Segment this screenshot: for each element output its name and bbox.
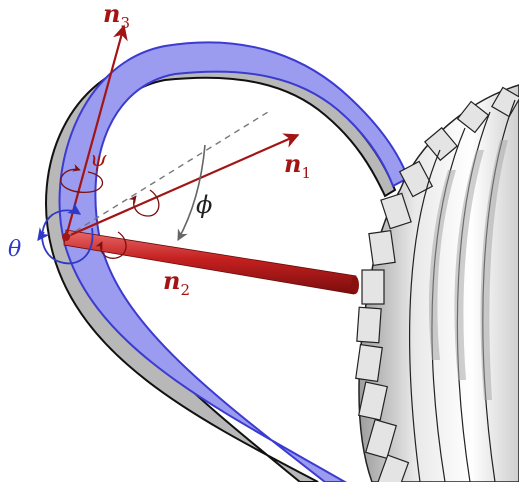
axis-n1-arrow [65,133,300,239]
label-phi: ϕ [196,191,212,219]
theta-rotation-arrow [41,202,94,265]
rotation-angle-arrows [37,144,206,265]
frame-axes [62,24,300,241]
phi-arc-arrow [177,144,206,241]
n2-rotation-arrow [95,231,127,259]
n1-rotation-arrow [128,189,160,217]
rod-end [351,276,359,294]
theta-rotation-tail [37,227,50,242]
drum-layer-fills [428,140,508,400]
label-theta: θ [8,237,21,262]
label-n3: n3 [103,0,130,32]
label-n1: n1 [284,149,311,182]
psi-rotation-arrow [60,164,104,193]
label-n2: n2 [163,266,190,299]
label-psi: ψ [90,147,107,171]
origin-point [62,233,70,241]
axis-n3-arrow [64,24,128,238]
